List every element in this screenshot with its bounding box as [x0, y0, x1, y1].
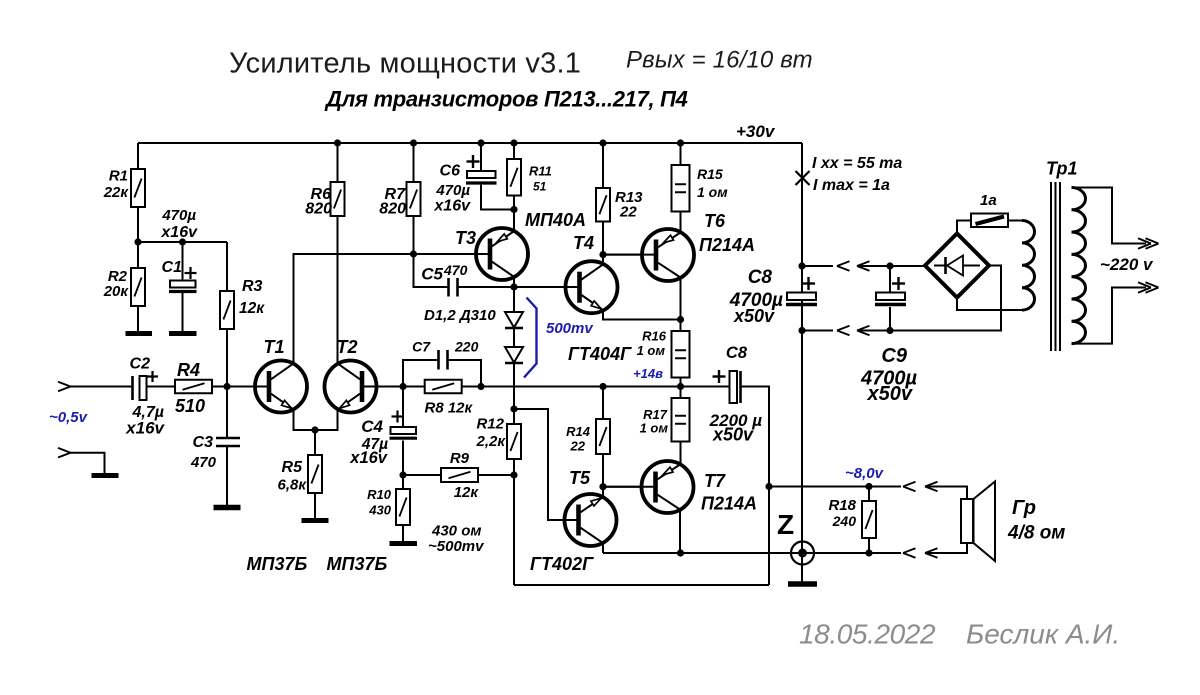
svg-text:12к: 12к	[454, 484, 480, 501]
svg-text:R13: R13	[615, 189, 643, 206]
svg-text:R6: R6	[311, 186, 332, 203]
svg-text:R9: R9	[450, 450, 470, 467]
svg-text:+30v: +30v	[736, 122, 776, 141]
svg-text:1 ом: 1 ом	[637, 343, 666, 358]
svg-text:R10: R10	[367, 487, 392, 502]
svg-text:C4: C4	[361, 417, 383, 436]
svg-text:МП37Б: МП37Б	[327, 554, 388, 574]
svg-text:R5: R5	[282, 459, 304, 476]
svg-text:x16v: x16v	[160, 224, 198, 241]
svg-text:I max = 1a: I max = 1a	[813, 177, 890, 194]
svg-text:18.05.2022: 18.05.2022	[799, 619, 936, 650]
svg-text:МП37Б: МП37Б	[247, 554, 308, 574]
svg-text:1 ом: 1 ом	[697, 184, 728, 200]
svg-text:500mv: 500mv	[546, 320, 594, 337]
svg-text:D1,2 Д310: D1,2 Д310	[424, 307, 496, 324]
svg-text:R14: R14	[566, 424, 591, 439]
svg-text:Рвых = 16/10 вт: Рвых = 16/10 вт	[626, 47, 813, 74]
svg-text:C8: C8	[726, 344, 748, 362]
svg-text:x16v: x16v	[349, 449, 388, 467]
svg-text:T5: T5	[569, 468, 591, 488]
svg-text:x50v: x50v	[867, 383, 914, 405]
svg-text:C7: C7	[412, 339, 431, 355]
svg-text:C3: C3	[193, 434, 214, 451]
svg-text:820: 820	[305, 201, 332, 218]
svg-text:Для транзисторов П213...217,: Для транзисторов П213...217, П4	[324, 87, 688, 112]
svg-text:R1: R1	[109, 168, 128, 185]
svg-text:20к: 20к	[103, 283, 130, 300]
svg-text:47µ: 47µ	[361, 436, 388, 453]
svg-text:x16v: x16v	[125, 419, 165, 438]
svg-text:П214А: П214А	[701, 494, 757, 514]
svg-text:430 ом: 430 ом	[431, 523, 481, 540]
svg-text:220: 220	[454, 339, 479, 355]
svg-text:~8,0v: ~8,0v	[845, 465, 885, 482]
svg-text:Беслик А.И.: Беслик А.И.	[966, 619, 1120, 650]
svg-text:x50v: x50v	[733, 306, 775, 326]
svg-text:ГТ402Г: ГТ402Г	[530, 554, 594, 574]
svg-text:Гр: Гр	[1012, 497, 1036, 519]
svg-text:12к: 12к	[239, 300, 265, 317]
svg-text:C6: C6	[440, 163, 461, 180]
svg-text:4/8 ом: 4/8 ом	[1007, 523, 1065, 544]
svg-text:6,8к: 6,8к	[278, 477, 308, 494]
svg-text:x16v: x16v	[433, 198, 471, 215]
svg-text:МП40А: МП40А	[525, 210, 586, 230]
svg-text:R2: R2	[108, 268, 128, 285]
svg-text:820: 820	[379, 201, 406, 218]
svg-text:R16: R16	[642, 329, 667, 344]
svg-text:470: 470	[443, 262, 468, 278]
svg-text:~500mv: ~500mv	[428, 538, 485, 555]
svg-text:R7: R7	[385, 186, 407, 203]
svg-text:R15: R15	[697, 166, 723, 182]
svg-text:C1: C1	[162, 259, 183, 276]
svg-text:T6: T6	[704, 211, 726, 231]
svg-text:I xx = 55 ma: I xx = 55 ma	[812, 155, 902, 172]
svg-text:22к: 22к	[103, 184, 130, 201]
svg-text:51: 51	[533, 180, 547, 194]
svg-text:R3: R3	[242, 278, 263, 295]
svg-text:4,7µ: 4,7µ	[132, 404, 164, 421]
svg-text:22: 22	[570, 439, 586, 454]
svg-text:2,2к: 2,2к	[476, 433, 507, 450]
svg-text:R12: R12	[476, 416, 504, 433]
svg-text:4700µ: 4700µ	[860, 368, 917, 390]
svg-text:ГТ404Г: ГТ404Г	[568, 344, 632, 364]
svg-text:T4: T4	[573, 233, 594, 253]
svg-text:T7: T7	[704, 471, 726, 491]
svg-text:22: 22	[619, 204, 637, 221]
svg-text:4700µ: 4700µ	[729, 290, 783, 311]
svg-text:Z: Z	[777, 509, 794, 540]
svg-text:П214А: П214А	[699, 235, 755, 255]
svg-text:R17: R17	[643, 407, 668, 422]
svg-text:470: 470	[190, 454, 217, 471]
svg-text:T1: T1	[264, 337, 285, 357]
svg-text:510: 510	[175, 396, 205, 416]
svg-text:T3: T3	[455, 228, 476, 248]
svg-text:R18: R18	[828, 497, 856, 514]
svg-text:C9: C9	[881, 345, 907, 367]
svg-text:x50v: x50v	[712, 425, 754, 445]
svg-text:C2: C2	[130, 356, 151, 373]
svg-text:470µ: 470µ	[161, 207, 196, 224]
svg-text:1a: 1a	[980, 192, 997, 209]
svg-text:T2: T2	[337, 337, 358, 357]
svg-text:2200 µ: 2200 µ	[709, 411, 763, 430]
svg-text:R4: R4	[177, 360, 200, 380]
svg-text:R8 12к: R8 12к	[425, 400, 474, 417]
svg-text:1 ом: 1 ом	[640, 421, 669, 436]
svg-text:Усилитель мощности v3.1: Усилитель мощности v3.1	[229, 48, 581, 80]
svg-text:Тр1: Тр1	[1046, 159, 1078, 179]
svg-text:+14в: +14в	[633, 366, 663, 381]
svg-text:R11: R11	[529, 164, 552, 179]
svg-text:C8: C8	[748, 267, 773, 288]
svg-text:~220 v: ~220 v	[1100, 255, 1154, 274]
svg-text:470µ: 470µ	[435, 182, 470, 199]
svg-text:240: 240	[832, 513, 857, 529]
svg-text:430: 430	[368, 503, 391, 518]
svg-text:~0,5v: ~0,5v	[49, 409, 89, 426]
svg-text:C5: C5	[421, 265, 443, 284]
